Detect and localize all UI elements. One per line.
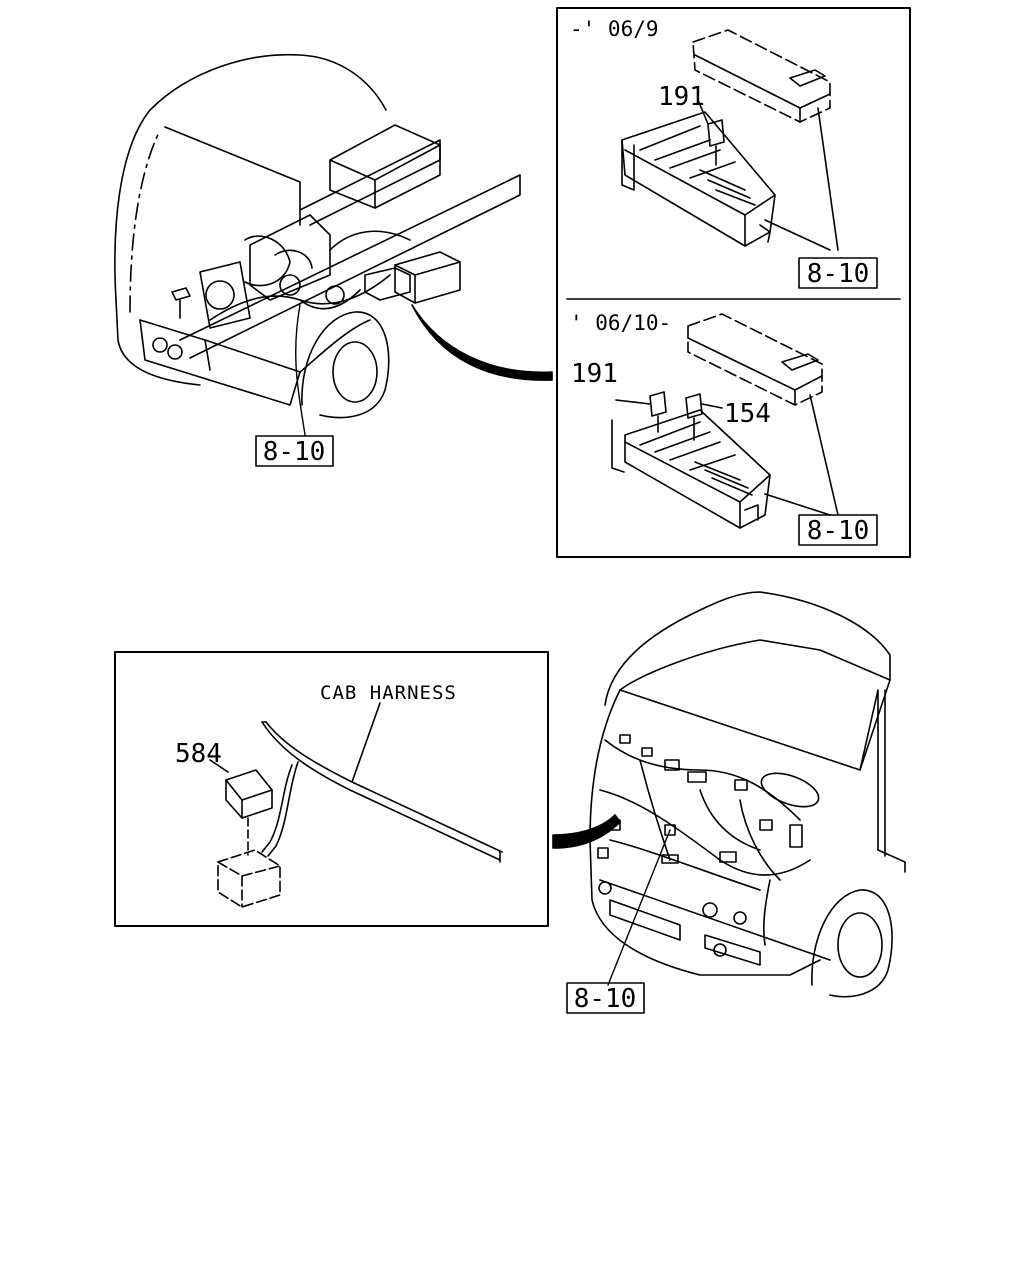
period-label-lower: ' 06/10- bbox=[570, 311, 671, 335]
pointer-arrow-engine-to-panel bbox=[411, 304, 553, 381]
ref-box-engine bbox=[255, 435, 334, 467]
ref-box-lower bbox=[798, 514, 878, 546]
relay-box-panel-frame bbox=[556, 7, 911, 558]
relay-box-upper bbox=[621, 29, 839, 251]
cab-harness-detail bbox=[209, 702, 503, 908]
ref-box-upper bbox=[798, 257, 878, 289]
cab-harness-panel-frame bbox=[114, 651, 549, 927]
engine-bay-illustration bbox=[114, 53, 521, 436]
part-number-584: 584 bbox=[175, 739, 222, 769]
ref-label-engine: 8-10 bbox=[263, 437, 326, 467]
ref-box-cab bbox=[566, 982, 645, 1014]
part-number-191-upper: 191 bbox=[658, 82, 705, 112]
ref-label-lower: 8-10 bbox=[807, 516, 870, 546]
ref-label-cab: 8-10 bbox=[574, 984, 637, 1014]
part-number-154: 154 bbox=[724, 399, 771, 429]
relay-box-lower bbox=[611, 313, 839, 529]
cab-harness-caption: CAB HARNESS bbox=[320, 682, 457, 704]
cab-front-illustration bbox=[589, 591, 906, 998]
ref-label-upper: 8-10 bbox=[807, 259, 870, 289]
period-label-upper: -' 06/9 bbox=[570, 17, 659, 41]
part-number-191-lower: 191 bbox=[571, 359, 618, 389]
